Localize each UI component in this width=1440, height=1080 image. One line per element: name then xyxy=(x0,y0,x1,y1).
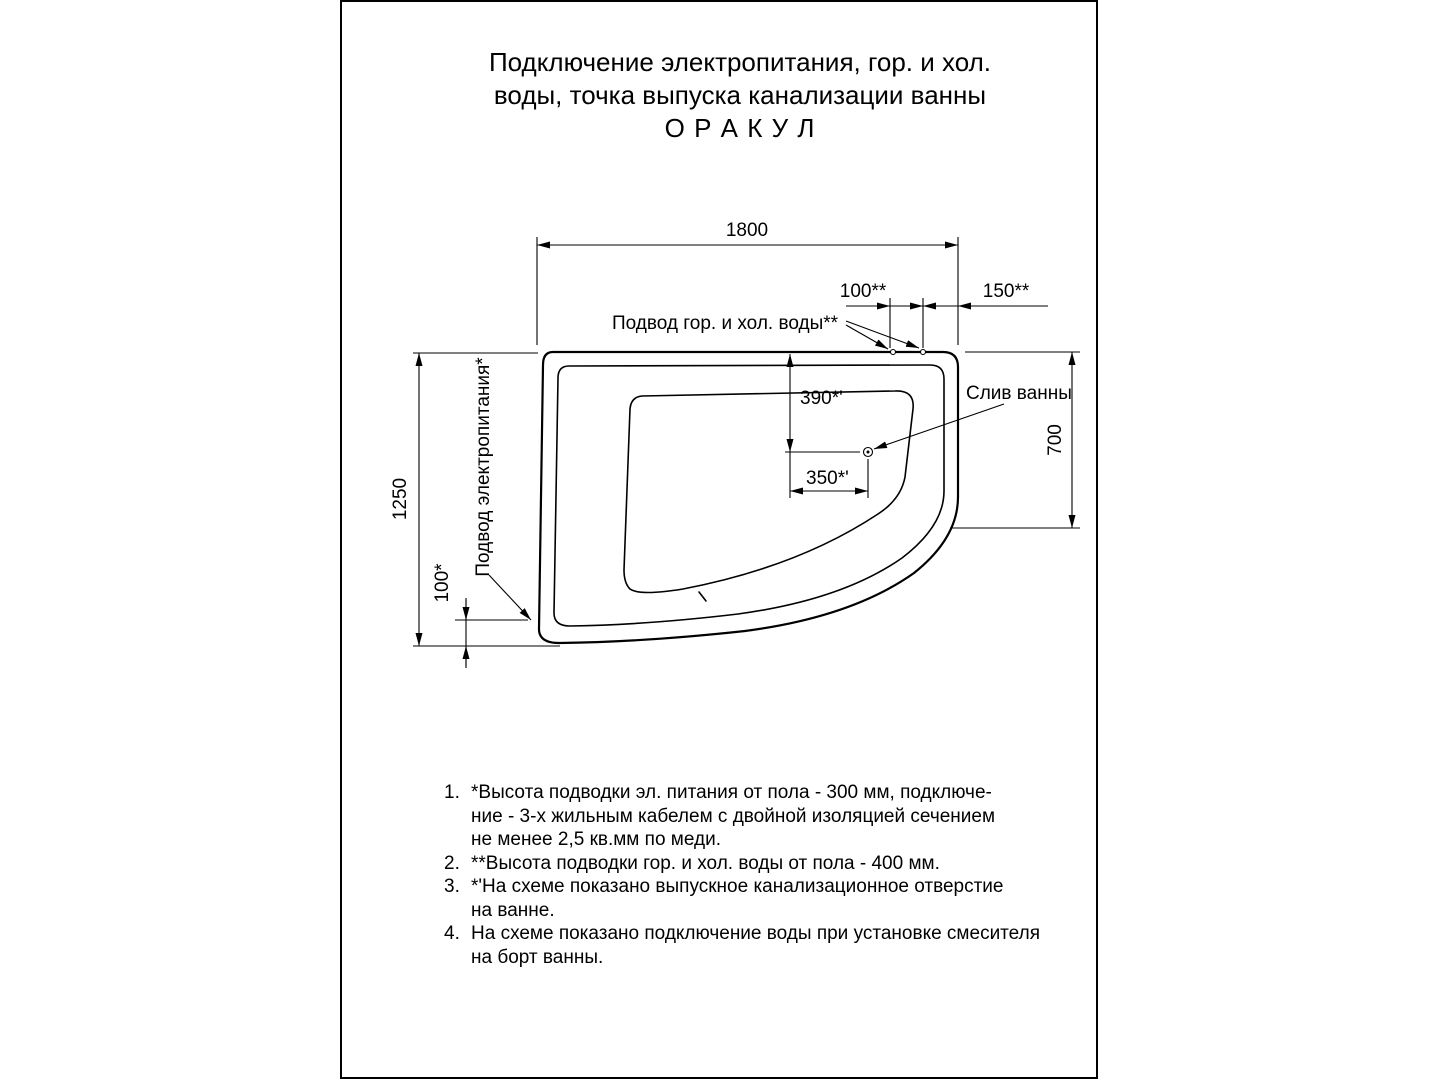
drain-label: Слив ванны xyxy=(966,383,1072,404)
dim-1800: 1800 xyxy=(536,220,959,345)
dim-1800-label: 1800 xyxy=(726,220,768,241)
dim-150-label: 150** xyxy=(983,281,1030,302)
dim-1250-label: 1250 xyxy=(390,478,411,520)
note-line: *Высота подводки эл. питания от пола - 3… xyxy=(471,782,992,803)
note-line: ние - 3-х жильным кабелем с двойной изол… xyxy=(471,805,996,827)
dim-100-label: 100** xyxy=(840,281,887,302)
power-supply-label: Подвод электропитания* xyxy=(473,357,494,577)
drain-point-center xyxy=(866,450,870,454)
tub-rim-outline xyxy=(553,364,945,627)
note-line: не менее 2,5 кв.мм по меди. xyxy=(471,829,721,850)
dim-100-bottom-label: 100* xyxy=(432,563,453,603)
title-model-name: О Р А К У Л xyxy=(664,113,816,143)
dim-700-label: 700 xyxy=(1045,424,1066,456)
drain-callout: Слив ванны xyxy=(862,383,1072,458)
note-number: 2. xyxy=(444,852,460,874)
tub-basin-outline xyxy=(623,390,914,594)
basin-overflow-mark xyxy=(698,591,707,602)
sheet-frame xyxy=(340,0,1098,1079)
note-item: 2. **Высота подводки гор. и хол. воды от… xyxy=(444,852,1064,876)
title-line-2: воды, точка выпуска канализации ванны xyxy=(493,80,987,110)
note-line: на борт ванны. xyxy=(471,946,604,968)
note-text: **Высота подводки гор. и хол. воды от по… xyxy=(471,852,940,876)
water-point xyxy=(919,348,927,356)
dim-350: 350*' xyxy=(789,452,869,498)
bathtub-outline xyxy=(537,350,960,645)
dim-100-150: 100** 150** xyxy=(840,281,1048,348)
leader-line xyxy=(488,574,532,621)
water-supply-label: Подвод гор. и хол. воды** xyxy=(612,313,839,334)
dim-390: 390*' xyxy=(785,354,860,453)
water-supply-callout: Подвод гор. и хол. воды** xyxy=(612,313,927,356)
notes-list: 1. *Высота подводки эл. питания от пола … xyxy=(444,781,1064,969)
note-item: 3. *'На схеме показано выпускное канализ… xyxy=(444,875,1064,922)
drawing-title: Подключение электропитания, гор. и хол. … xyxy=(360,46,1120,145)
title-line-1: Подключение электропитания, гор. и хол. xyxy=(488,47,991,77)
dim-100-bottom: 100* xyxy=(432,563,528,668)
dim-390-label: 390*' xyxy=(800,388,843,409)
water-point xyxy=(889,348,897,356)
note-line: *'На схеме показано выпускное канализаци… xyxy=(471,876,1004,897)
note-line: На схеме показано подключение воды при у… xyxy=(471,923,1040,944)
tub-outer-outline xyxy=(537,350,960,645)
dim-700: 700 xyxy=(950,351,1080,529)
leader-line xyxy=(845,320,920,349)
note-item: 4. На схеме показано подключение воды пр… xyxy=(444,922,1064,969)
dim-350-label: 350*' xyxy=(806,468,849,489)
note-line: на ванне. xyxy=(471,899,555,921)
leader-line xyxy=(845,324,889,350)
note-item: 1. *Высота подводки эл. питания от пола … xyxy=(444,781,1064,852)
note-line: **Высота подводки гор. и хол. воды от по… xyxy=(471,852,940,874)
note-number: 3. xyxy=(444,876,460,897)
dim-1250: 1250 xyxy=(390,352,560,647)
note-number: 4. xyxy=(444,923,460,944)
leader-line xyxy=(873,403,1005,450)
power-supply-callout: Подвод электропитания* xyxy=(473,357,532,621)
note-text: *Высота подводки эл. питания от пола - 3… xyxy=(471,781,995,852)
note-text: На схеме показано подключение воды при у… xyxy=(471,922,1040,969)
note-number: 1. xyxy=(444,782,460,803)
note-text: *'На схеме показано выпускное канализаци… xyxy=(471,875,1004,922)
